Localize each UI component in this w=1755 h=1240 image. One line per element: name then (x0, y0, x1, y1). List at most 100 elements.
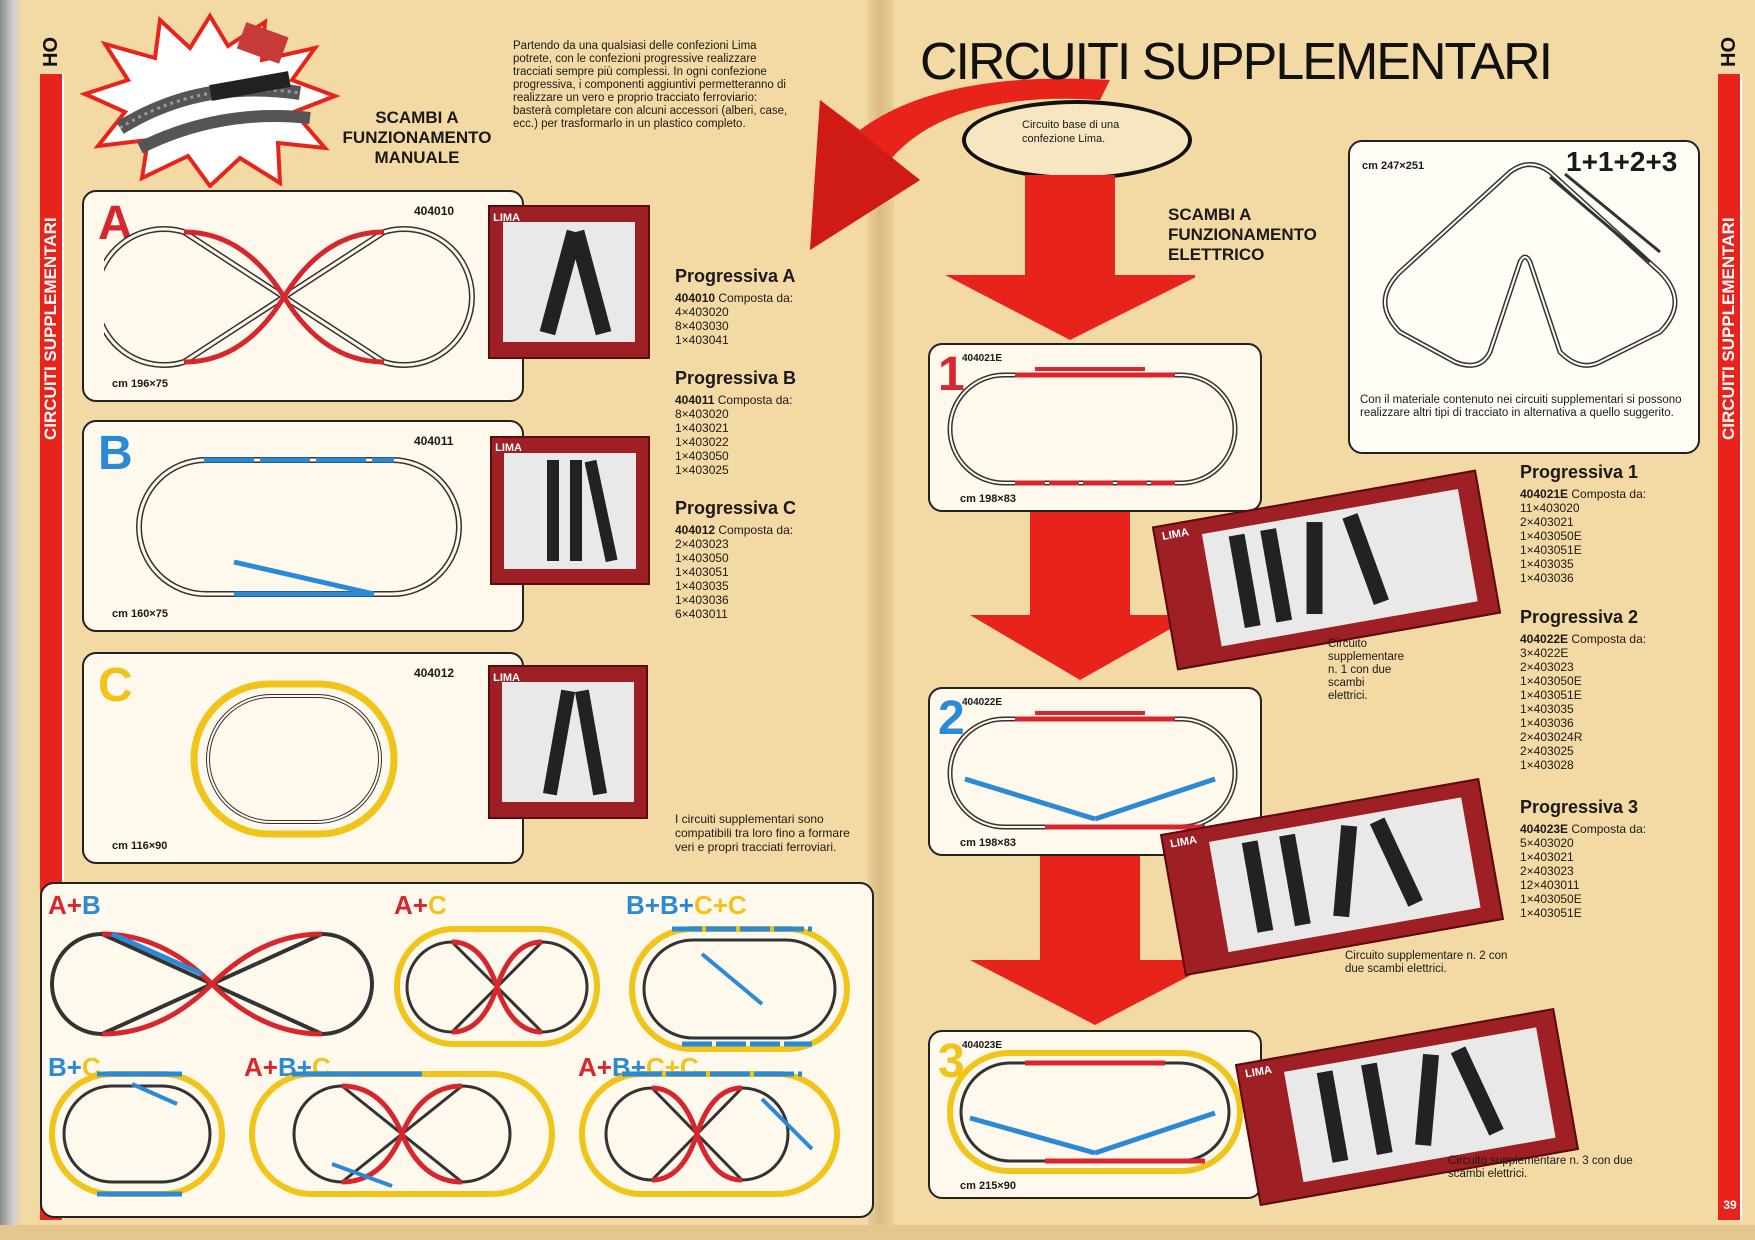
side-tab-label: CIRCUITI SUPPLEMENTARI (41, 217, 60, 440)
progressive-item: 2×403023 (1520, 864, 1574, 878)
panel-number: 2 (938, 692, 965, 745)
layout-a-b-cc (579, 1071, 840, 1197)
progressive-item: 2×403024R (1520, 730, 1583, 744)
progressive-desc: Composta da: (1571, 822, 1647, 836)
panel-code: 404023E (962, 1040, 1003, 1051)
panel-dimensions: cm 160×75 (112, 608, 168, 620)
electric-panel-1: 1 404021E cm 198×83 (928, 343, 1262, 512)
page-edge-bottom (0, 1225, 1755, 1240)
progressive-code-line: 404011 Composta da: (675, 393, 855, 407)
progressive-item: 1×403036 (675, 593, 729, 607)
track-layout-a (104, 226, 475, 368)
progressive-code: 404023E (1520, 822, 1569, 836)
side-tab-ho: HO (1716, 30, 1742, 74)
progressive-desc: Composta da: (718, 291, 794, 305)
progressive-item: 3×4022E (1520, 646, 1569, 660)
progressive-item: 2×403023 (1520, 660, 1574, 674)
progressive-item: 1×403035 (675, 579, 729, 593)
progressive-item: 1×403035 (1520, 557, 1574, 571)
progressive-item: 1×403050E (1520, 892, 1582, 906)
track-layout-c (190, 680, 398, 838)
progressive-item: 1×403050 (675, 449, 729, 463)
combo-title: A+C (394, 890, 447, 920)
curved-arrow (810, 78, 1110, 250)
heading-line: FUNZIONAMENTO (342, 128, 492, 147)
progressive-item: 1×403051E (1520, 906, 1582, 920)
panel-code: 404021E (962, 353, 1003, 364)
progressive-desc: Composta da: (1571, 632, 1647, 646)
base-circuit-oval: Circuito base di una confezione Lima. (962, 100, 1192, 180)
progressive-code: 404011 (675, 393, 715, 407)
intro-text: Partendo da una qualsiasi delle confezio… (513, 40, 788, 130)
caption-3: Circuito supplementare n. 3 con due scam… (1448, 1155, 1633, 1180)
progressive-title: Progressiva A (675, 266, 796, 286)
progressive-title: Progressiva C (675, 498, 797, 518)
progressive-1: Progressiva 1 404021E Composta da: 11×40… (1520, 462, 1710, 585)
product-box-a: LIMA (488, 205, 650, 359)
progressive-c: Progressiva C 404012 Composta da: 2×4030… (675, 498, 855, 621)
panel-letter: C (98, 659, 133, 712)
progressive-item: 6×403011 (675, 607, 728, 621)
progressive-desc: Composta da: (1571, 487, 1647, 501)
progressive-item: 11×403020 (1520, 501, 1580, 515)
progressive-item: 1×403021 (1520, 850, 1574, 864)
progressive-code-line: 404010 Composta da: (675, 291, 855, 305)
side-tab-label: CIRCUITI SUPPLEMENTARI (1719, 217, 1738, 440)
panel-number: 1 (938, 348, 965, 401)
progressive-item: 1×403051E (1520, 543, 1582, 557)
progressive-item: 1×403035 (1520, 702, 1574, 716)
box-brand: LIMA (495, 442, 522, 455)
combined-note: Con il materiale contenuto nei circuiti … (1360, 394, 1682, 419)
box-brand: LIMA (1161, 526, 1190, 544)
box-brand: LIMA (1169, 834, 1198, 851)
progressive-item: 1×403036 (1520, 571, 1574, 585)
progressive-3: Progressiva 3 404023E Composta da: 5×403… (1520, 797, 1710, 920)
caption-2: Circuito supplementare n. 2 con due scam… (1345, 950, 1508, 975)
progressive-item: 8×403020 (675, 407, 729, 421)
heading-line: SCAMBI A (375, 108, 459, 127)
track-layout-2 (947, 711, 1238, 830)
combo-title: B+B+C+C (626, 890, 747, 920)
panel-dimensions: cm 116×90 (112, 840, 168, 852)
page-title: CIRCUITI SUPPLEMENTARI (920, 33, 1553, 91)
progressive-item: 2×403025 (1520, 744, 1574, 758)
track-layout-combined (1382, 162, 1678, 368)
progressive-item: 4×403020 (675, 305, 729, 319)
base-circuit-note: Circuito base di una confezione Lima. (1022, 119, 1120, 145)
progressive-a: Progressiva A 404010 Composta da: 4×4030… (675, 266, 855, 347)
panel-code: 404022E (962, 697, 1003, 708)
panel-dimensions: cm 198×83 (960, 493, 1016, 505)
layout-a-plus-b (50, 931, 374, 1037)
layout-bbcc (629, 926, 850, 1052)
electric-heading: SCAMBI A FUNZIONAMENTO ELETTRICO (1168, 205, 1317, 265)
progressive-2: Progressiva 2 404022E Composta da: 3×402… (1520, 607, 1710, 772)
layout-a-plus-c (394, 926, 600, 1047)
progressive-title: Progressiva 3 (1520, 797, 1639, 817)
track-layout-3 (947, 1050, 1243, 1174)
progressive-item: 1×403041 (675, 333, 729, 347)
progressive-code: 404022E (1520, 632, 1569, 646)
combination-layouts (49, 926, 850, 1197)
track-layout-1 (947, 367, 1238, 486)
layout-a-b-c (249, 1071, 555, 1197)
progressive-item: 1×403021 (675, 421, 729, 435)
progressive-code: 404010 (675, 291, 716, 305)
progressive-title: Progressiva B (675, 368, 797, 388)
heading-line: SCAMBI A (1168, 205, 1252, 224)
combo-title: A+B (48, 890, 101, 920)
progressive-title: Progressiva 1 (1520, 462, 1639, 482)
progressive-item: 5×403020 (1520, 836, 1574, 850)
starburst-illustration (80, 12, 340, 188)
progressive-item: 1×403050E (1520, 674, 1582, 688)
panel-dimensions: cm 198×83 (960, 837, 1016, 849)
progressive-item: 12×403011 (1520, 878, 1580, 892)
product-box-b: LIMA (490, 436, 650, 585)
progressive-b: Progressiva B 404011 Composta da: 8×4030… (675, 368, 855, 477)
manual-heading: SCAMBI A FUNZIONAMENTO MANUALE (332, 108, 502, 168)
box-brand: LIMA (493, 211, 521, 224)
progressive-code: 404012 (675, 523, 716, 537)
progressive-code-line: 404021E Composta da: (1520, 487, 1710, 501)
progressive-item: 1×403022 (675, 435, 729, 449)
progressive-item: 1×403050 (675, 551, 729, 565)
down-arrow-2 (970, 505, 1195, 680)
